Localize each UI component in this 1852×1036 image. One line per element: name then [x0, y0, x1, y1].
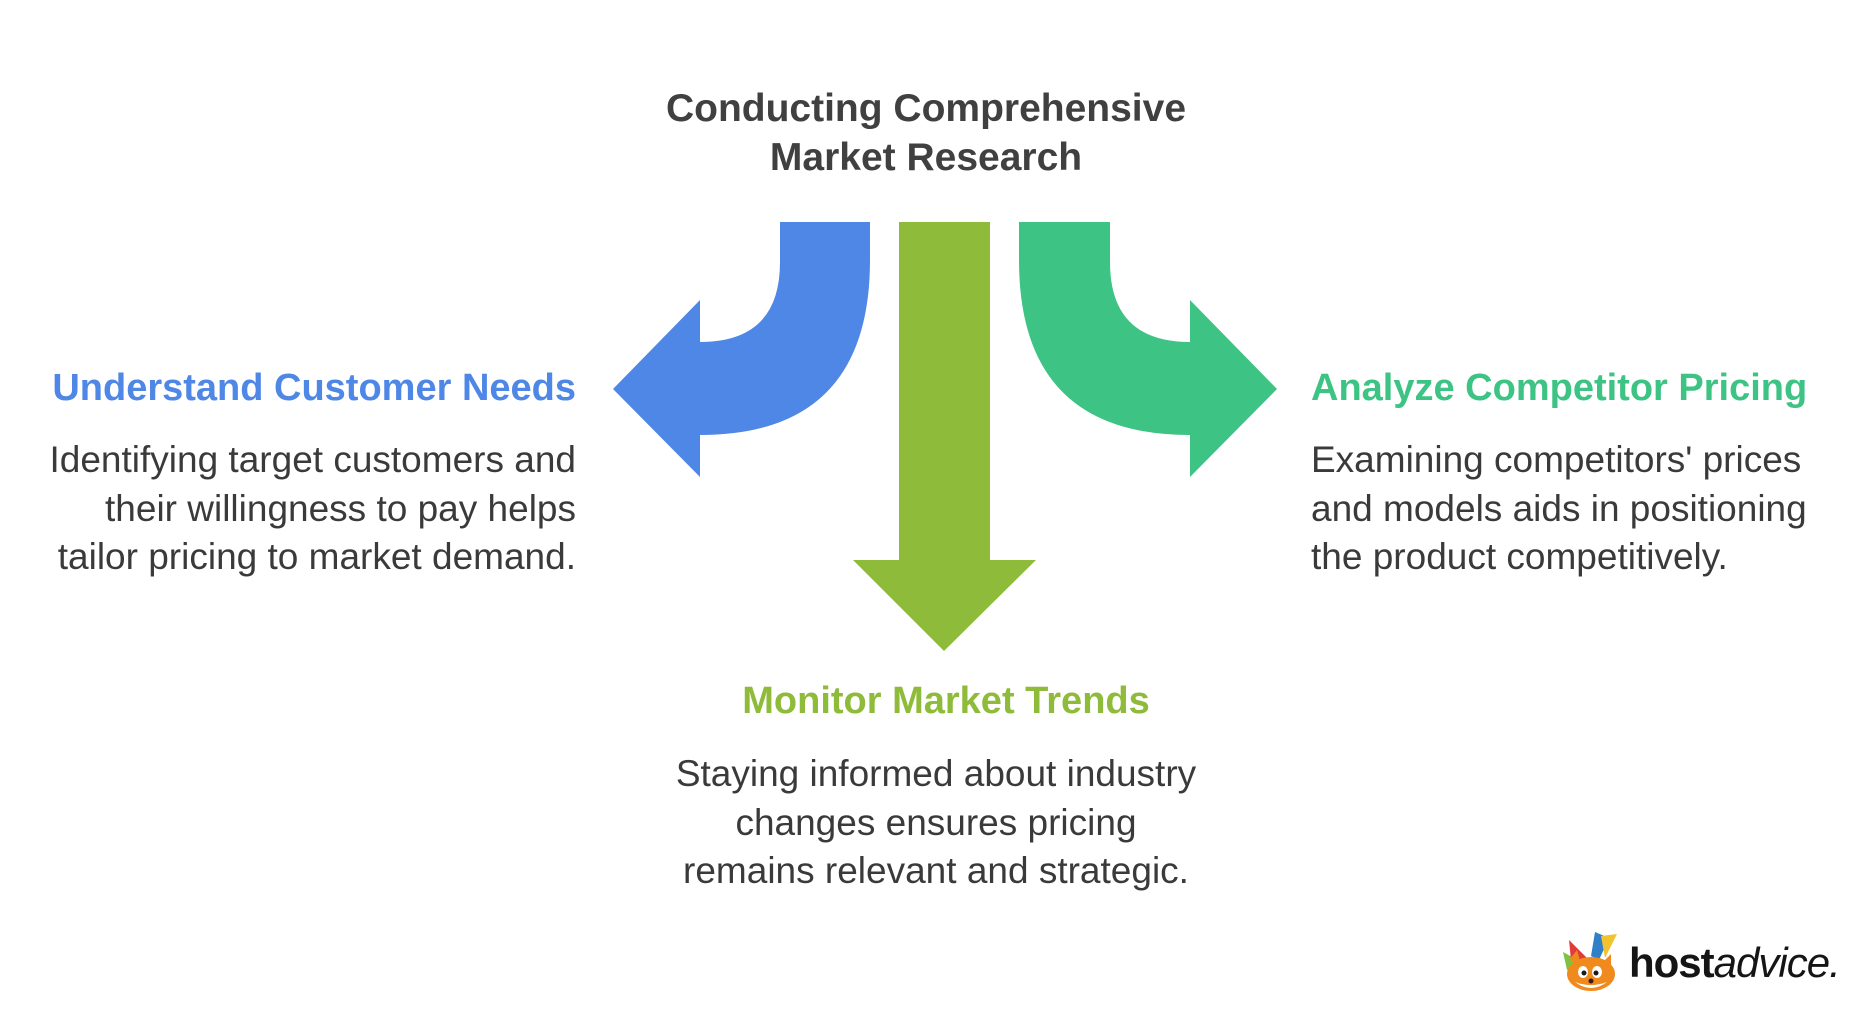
- description-understand-customer-needs: Identifying target customers and their w…: [49, 439, 576, 577]
- logo-wordmark: hostadvice.: [1629, 939, 1841, 986]
- diagram-title: Conducting Comprehensive Market Research: [626, 84, 1226, 182]
- heading-understand-customer-needs: Understand Customer Needs: [52, 367, 576, 409]
- description-monitor-market-trends: Staying informed about industry changes …: [675, 753, 1197, 891]
- fox-mascot-icon: [1563, 932, 1617, 991]
- description-analyze-competitor-pricing: Examining competitors' prices and models…: [1311, 439, 1807, 577]
- title-line-2: Market Research: [769, 136, 1083, 179]
- center-arrow: [853, 222, 1036, 651]
- logo-wordmark-host: host: [1629, 939, 1715, 986]
- heading-analyze-competitor-pricing: Analyze Competitor Pricing: [1311, 367, 1808, 409]
- left-arrow: [613, 222, 870, 477]
- heading-monitor-market-trends: Monitor Market Trends: [742, 680, 1150, 722]
- title-line-1: Conducting Comprehensive: [665, 87, 1187, 130]
- logo-wordmark-advice: advice.: [1713, 939, 1841, 986]
- hostadvice-logo: hostadvice.: [1555, 930, 1845, 998]
- right-arrow: [1019, 222, 1277, 477]
